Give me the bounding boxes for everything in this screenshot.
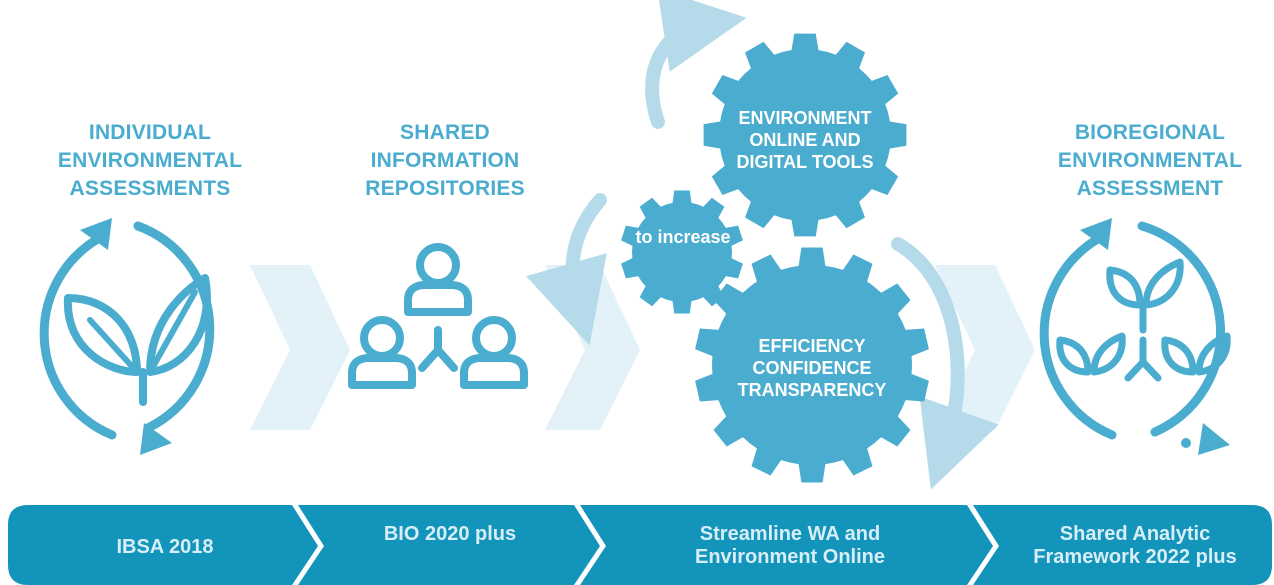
gear-small bbox=[621, 190, 743, 314]
gears-group bbox=[621, 33, 929, 483]
timeline-label-shared-analytic: Shared Analytic Framework 2022 plus bbox=[1033, 523, 1237, 568]
timeline-segment-3[interactable] bbox=[580, 505, 993, 585]
timeline-segment-4[interactable] bbox=[973, 505, 1272, 585]
cycle-arrow-top bbox=[645, 0, 747, 129]
gear-label-environment-online: ENVIRONMENT ONLINE AND DIGITAL TOOLS bbox=[736, 108, 874, 172]
cycle-arrow-right bbox=[891, 237, 999, 490]
cycle-arrow-left bbox=[526, 193, 607, 346]
timeline-segment-1[interactable] bbox=[8, 505, 318, 585]
timeline-label-bio2020: BIO 2020 plus bbox=[383, 523, 517, 545]
heading-bioregional-assessment: BIOREGIONAL ENVIRONMENTAL ASSESSMENT bbox=[1057, 121, 1243, 200]
cycle-plants-network-icon bbox=[1039, 218, 1231, 455]
cycle-sprout-icon bbox=[39, 218, 215, 455]
heading-shared-repositories: SHARED INFORMATION REPOSITORIES bbox=[365, 121, 525, 200]
timeline-label-streamline: Streamline WA and Environment Online bbox=[694, 523, 886, 568]
timeline-label-ibsa: IBSA 2018 bbox=[116, 536, 214, 558]
people-network-icon bbox=[348, 243, 528, 389]
gear-bottom bbox=[695, 247, 929, 483]
gear-label-efficiency: EFFICIENCY CONFIDENCE TRANSPARENCY bbox=[737, 336, 887, 400]
heading-individual-assessments: INDIVIDUAL ENVIRONMENTAL ASSESSMENTS bbox=[57, 121, 243, 200]
chevron-arrow-2 bbox=[545, 265, 640, 430]
chevron-arrow-1 bbox=[250, 265, 350, 430]
gear-top bbox=[703, 33, 907, 237]
timeline-band bbox=[8, 505, 1272, 585]
timeline-segment-2[interactable] bbox=[298, 505, 600, 585]
gear-label-to-increase: to increase bbox=[635, 227, 731, 247]
